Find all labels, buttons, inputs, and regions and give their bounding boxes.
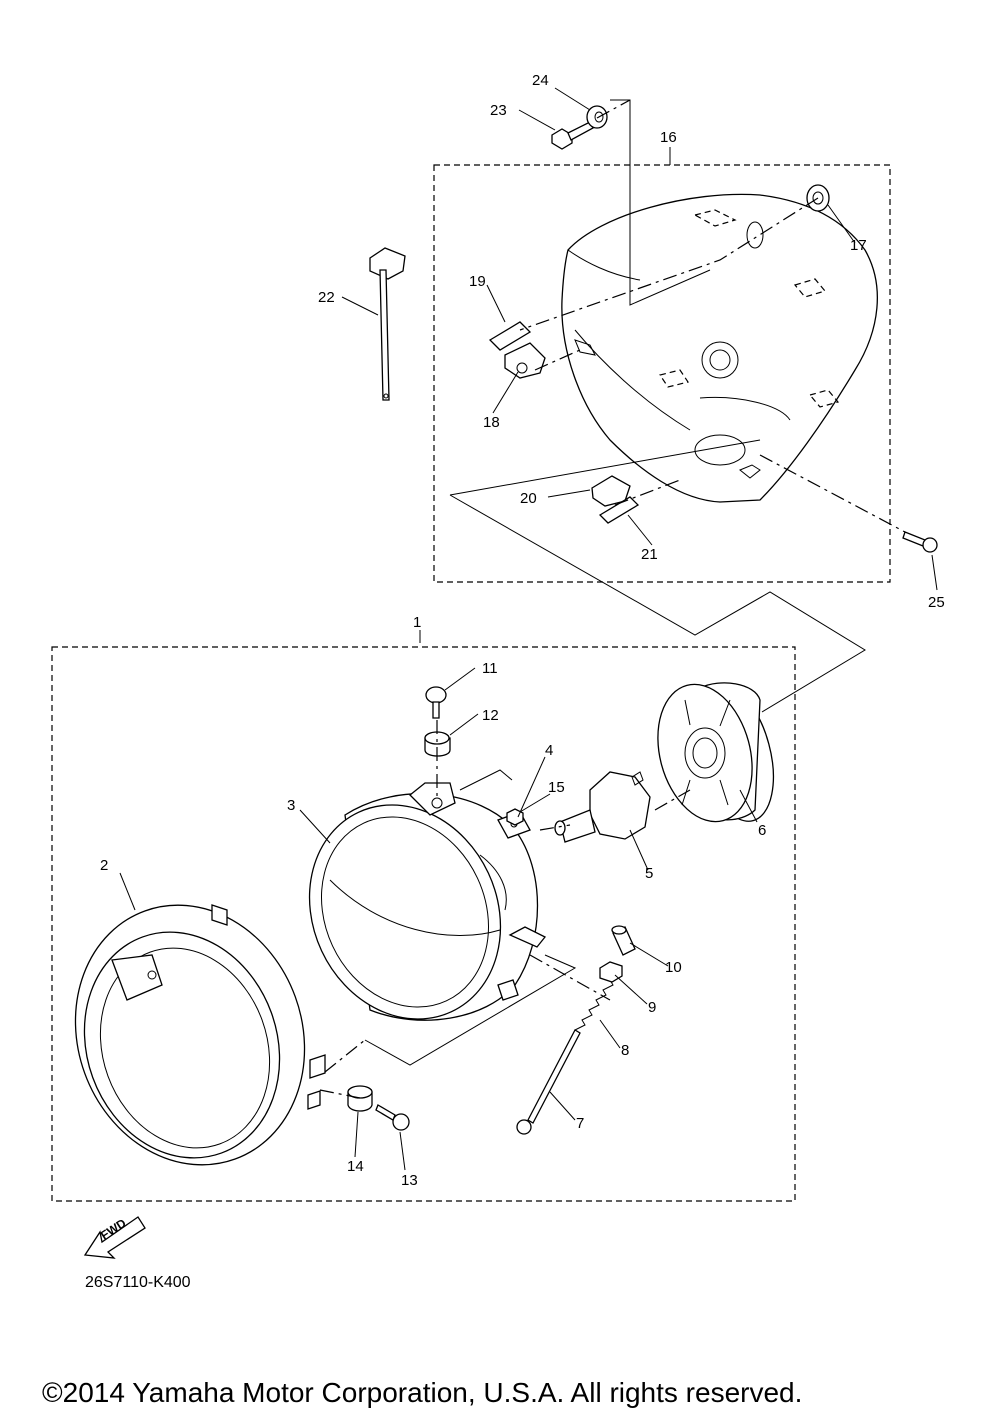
callout-9: 9 — [648, 999, 656, 1016]
callout-labels: 1 2 3 4 5 6 7 8 9 10 11 12 13 14 15 16 1… — [100, 72, 945, 1189]
callout-13: 13 — [401, 1172, 418, 1189]
callout-6: 6 — [758, 822, 766, 839]
screw-11 — [425, 686, 447, 719]
alignment-lines-upper — [610, 99, 711, 306]
spring-8 — [574, 974, 621, 1031]
clamp-18 — [504, 342, 546, 379]
callout-3: 3 — [287, 797, 295, 814]
headlight-rim-2 — [74, 904, 326, 1166]
copyright-notice: ©2014 Yamaha Motor Corporation, U.S.A. A… — [42, 1377, 802, 1408]
assembly-1-boundary — [51, 646, 796, 1202]
headlight-housing — [561, 193, 878, 503]
pad-19 — [488, 321, 532, 351]
callout-19: 19 — [469, 273, 486, 290]
screw-13 — [375, 1104, 410, 1131]
callout-7: 7 — [576, 1115, 584, 1132]
cable-tie-22 — [369, 247, 406, 401]
collar-10 — [611, 925, 636, 956]
callout-5: 5 — [645, 865, 653, 882]
bulb-cover-6 — [657, 682, 775, 823]
alignment-line-bolt — [596, 99, 631, 119]
callout-4: 4 — [545, 742, 553, 759]
assembly-16-boundary — [433, 164, 891, 583]
callout-1: 1 — [413, 614, 421, 631]
bulb-5 — [554, 771, 651, 843]
callout-10: 10 — [665, 959, 682, 976]
nut-15 — [506, 808, 524, 826]
grommet-14 — [347, 1085, 373, 1112]
callout-21: 21 — [641, 546, 658, 563]
callout-12: 12 — [482, 707, 499, 724]
washer-24 — [586, 105, 608, 129]
callout-leaders — [119, 87, 938, 1171]
callout-16: 16 — [660, 129, 677, 146]
callout-2: 2 — [100, 857, 108, 874]
callout-20: 20 — [520, 490, 537, 507]
adjusting-screw-7 — [516, 1029, 581, 1135]
callout-14: 14 — [347, 1158, 364, 1175]
bolt-23 — [551, 121, 594, 150]
callout-15: 15 — [548, 779, 565, 796]
fwd-arrow-icon: FWD — [83, 1216, 146, 1259]
screw-25 — [902, 531, 938, 553]
callout-11: 11 — [482, 660, 498, 677]
callout-17: 17 — [850, 237, 867, 254]
drawing-code: 26S7110-K400 — [85, 1274, 191, 1291]
callout-25: 25 — [928, 594, 945, 611]
callout-22: 22 — [318, 289, 335, 306]
headlight-unit-3 — [308, 782, 547, 1021]
callout-18: 18 — [483, 414, 500, 431]
callout-23: 23 — [490, 102, 507, 119]
callout-24: 24 — [532, 72, 549, 89]
callout-8: 8 — [621, 1042, 629, 1059]
